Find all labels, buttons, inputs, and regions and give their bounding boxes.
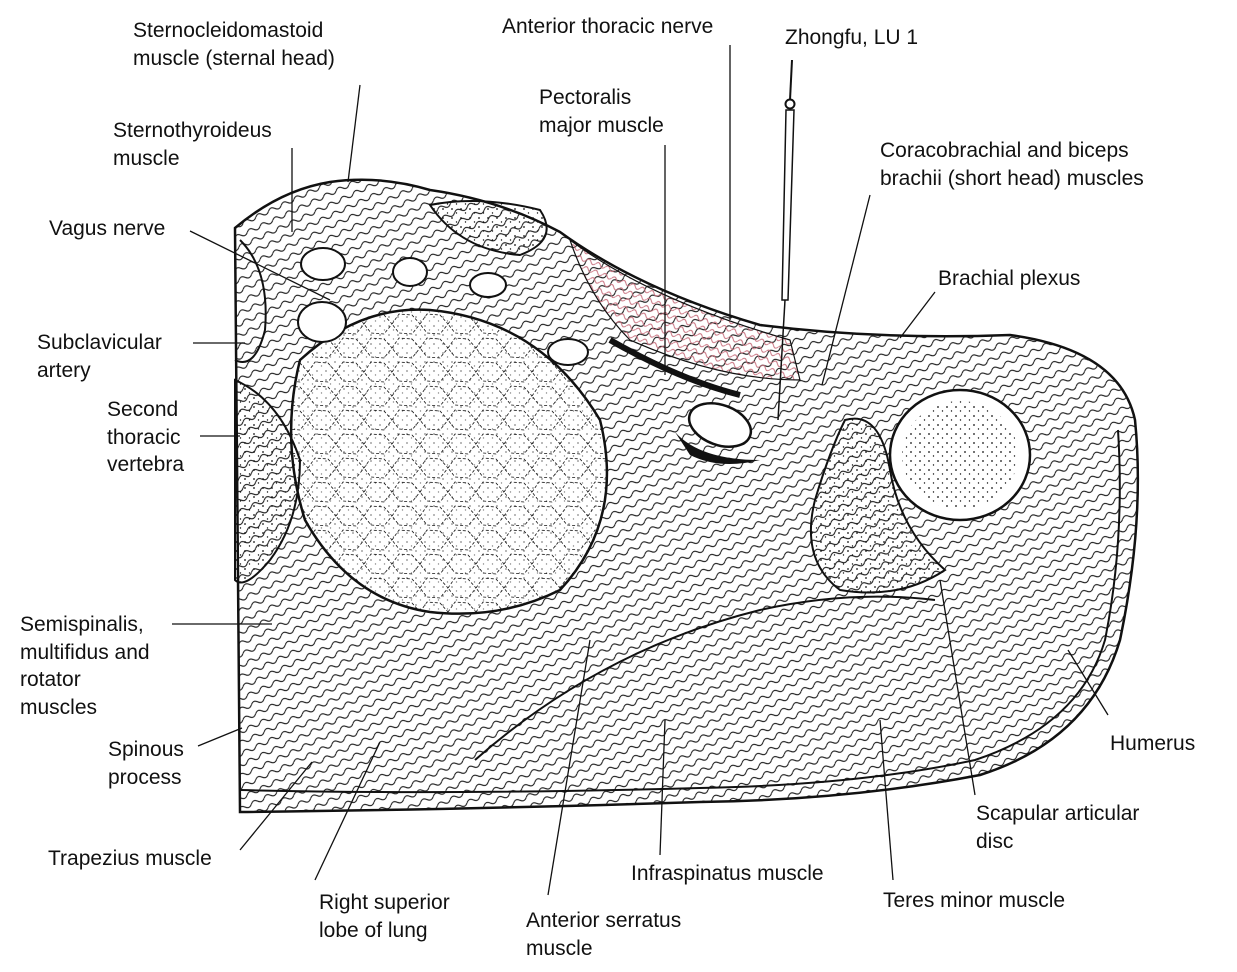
acupuncture-needle	[777, 59, 796, 421]
vertebra	[234, 378, 302, 584]
leader-lines	[172, 45, 1109, 896]
label-teres-minor: Teres minor muscle	[883, 889, 1066, 912]
label-infraspinatus: Infraspinatus muscle	[631, 862, 824, 885]
label-trapezius: Trapezius muscle	[48, 847, 212, 870]
scapula	[809, 417, 947, 594]
label-zhongfu: Zhongfu, LU 1	[785, 26, 919, 49]
label-anterior-thoracic-nerve: Anterior thoracic nerve	[502, 15, 714, 38]
label-brachial-plexus: Brachial plexus	[938, 267, 1081, 290]
label-humerus: Humerus	[1110, 732, 1196, 755]
pectoralis-region	[568, 238, 801, 381]
label-vagus-nerve: Vagus nerve	[49, 217, 166, 240]
